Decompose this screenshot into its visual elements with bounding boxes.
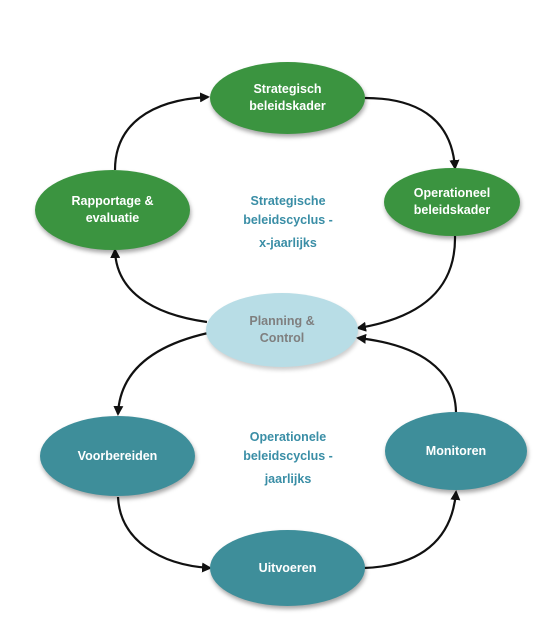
arrow-operationeel-to-planning [356, 235, 457, 332]
node-rapportage-evaluatie[interactable]: Rapportage & evaluatie [35, 170, 190, 250]
arrow-voorbereiden-to-uitvoeren [116, 496, 212, 573]
operational-cycle-line2: beleidscyclus - [243, 448, 333, 463]
node-voorbereiden[interactable]: Voorbereiden [40, 416, 195, 496]
strategic-cycle-line3: x-jaarlijks [259, 235, 317, 250]
operational-cycle-line3: jaarlijks [264, 471, 312, 486]
node-monitoren-label: Monitoren [425, 443, 487, 458]
node-uitvoeren[interactable]: Uitvoeren [210, 530, 365, 606]
arrow-uitvoeren-to-monitoren [363, 490, 461, 570]
operational-cycle-label: Operationele beleidscyclus - jaarlijks [213, 428, 363, 488]
node-planning-line1: Planning & [249, 314, 315, 329]
node-strategisch-line1: Strategisch [253, 82, 322, 97]
strategic-cycle-line2: beleidscyclus - [243, 212, 333, 227]
arrow-planning-to-rapportage [110, 248, 208, 324]
node-strategisch-line2: beleidskader [249, 99, 326, 113]
node-strategisch-beleidskader[interactable]: Strategisch beleidskader [210, 62, 365, 134]
node-voorbereiden-label: Voorbereiden [77, 448, 158, 463]
strategic-cycle-label: Strategische beleidscyclus - x-jaarlijks [213, 192, 363, 252]
node-operationeel-line1: Operationeel [413, 186, 491, 201]
operational-cycle-line1: Operationele [249, 430, 327, 444]
node-operationeel-line2: beleidskader [413, 203, 491, 217]
arrow-strategisch-to-operationeel [364, 96, 460, 170]
node-rapportage-line2: evaluatie [85, 211, 140, 225]
node-monitoren[interactable]: Monitoren [385, 412, 527, 490]
node-rapportage-line1: Rapportage & [71, 194, 154, 209]
arrow-planning-to-voorbereiden [113, 331, 209, 416]
strategic-cycle-line1: Strategische [250, 194, 326, 208]
node-operationeel-beleidskader[interactable]: Operationeel beleidskader [384, 168, 520, 236]
arrow-rapportage-to-strategisch [113, 92, 210, 171]
arrow-monitoren-to-planning [356, 333, 458, 413]
node-uitvoeren-label: Uitvoeren [258, 560, 317, 575]
node-planning-control[interactable]: Planning & Control [206, 293, 358, 367]
node-planning-line2: Control [259, 331, 305, 345]
